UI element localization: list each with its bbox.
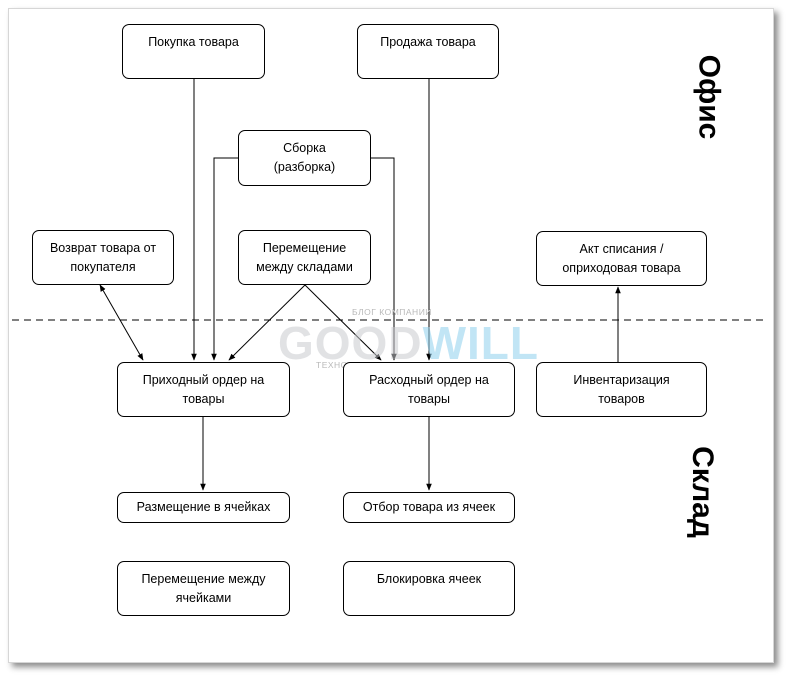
box-writeoff-act[interactable]: Акт списания / оприходовая товара [536, 231, 707, 286]
box-transfer-warehouses[interactable]: Перемещение между складами [238, 230, 371, 285]
box-cell-blocking[interactable]: Блокировка ячеек [343, 561, 515, 616]
arrow-return-to-receipt [99, 284, 144, 361]
box-sale[interactable]: Продажа товара [357, 24, 499, 79]
arrow-transfer-to-receipt [228, 284, 306, 361]
box-inventory[interactable]: Инвентаризация товаров [536, 362, 707, 417]
box-cell-transfer[interactable]: Перемещение между ячейками [117, 561, 290, 616]
watermark-logo: GOODWILL [278, 316, 539, 370]
arrow-transfer-to-expense [304, 284, 382, 361]
watermark-brand-b: WILL [422, 317, 539, 369]
box-expense-order[interactable]: Расходный ордер на товары [343, 362, 515, 417]
watermark-top: БЛОГ КОМПАНИИ [352, 307, 432, 317]
box-assembly[interactable]: Сборка (разборка) [238, 130, 371, 186]
zone-label-warehouse: Склад [685, 446, 719, 538]
box-receipt-order[interactable]: Приходный ордер на товары [117, 362, 290, 417]
box-customer-return[interactable]: Возврат товара от покупателя [32, 230, 174, 285]
arrow-assembly-to-receipt [211, 157, 238, 361]
zone-label-office: Офис [692, 54, 726, 140]
arrow-assembly-to-expense [370, 157, 397, 361]
box-placement[interactable]: Размещение в ячейках [117, 492, 290, 523]
watermark-brand-a: GOOD [278, 317, 423, 369]
box-purchase[interactable]: Покупка товара [122, 24, 265, 79]
box-picking[interactable]: Отбор товара из ячеек [343, 492, 515, 523]
